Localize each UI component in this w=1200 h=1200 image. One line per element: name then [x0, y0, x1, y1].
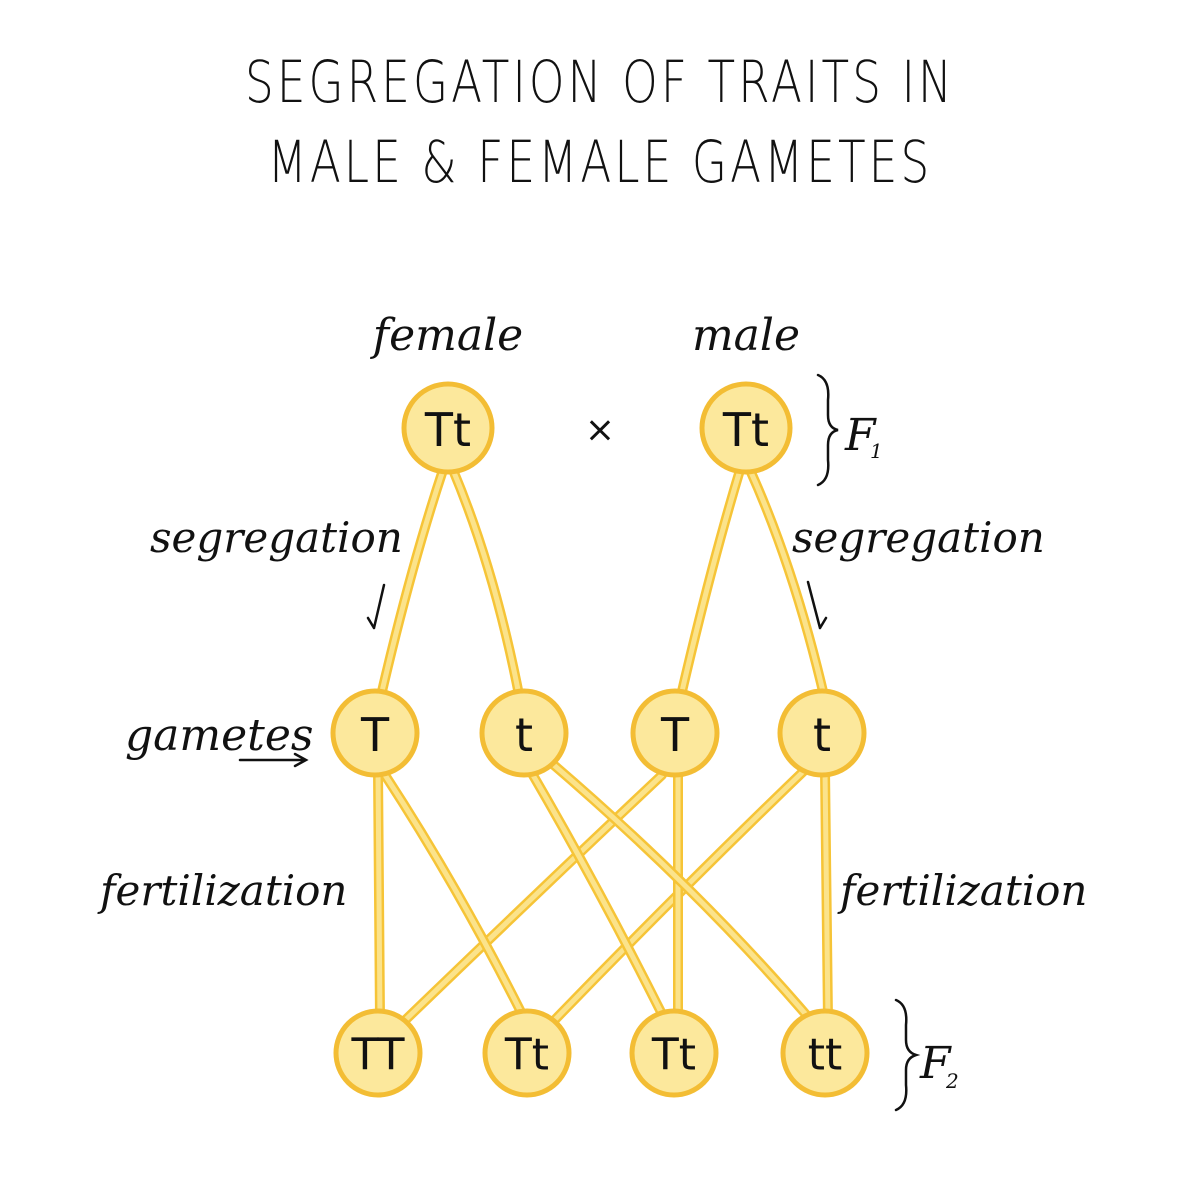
- label-f1: F: [844, 410, 877, 461]
- gamete-allele: T: [660, 708, 690, 762]
- arrow-right-icon: [238, 752, 309, 768]
- gamete-node: T: [330, 688, 420, 778]
- arrow-down-icon: [806, 580, 828, 630]
- arrow-down-icon: [366, 583, 386, 630]
- label-gametes: gametes: [125, 710, 313, 761]
- offspring-genotype: TT: [351, 1030, 405, 1081]
- label-female: female: [370, 310, 523, 361]
- gamete-allele: t: [813, 708, 831, 762]
- label-fertilization-left: fertilization: [97, 866, 347, 915]
- title-line-1: SEGREGATION OF TRAITS IN: [244, 48, 955, 116]
- gamete-node: T: [630, 688, 720, 778]
- title-line-2: MALE & FEMALE GAMETES: [267, 128, 933, 196]
- parent-node-male: Tt: [699, 381, 793, 475]
- branch-female-to-t: [448, 465, 525, 705]
- fertilization-branches: [373, 755, 833, 1035]
- offspring-node: tt: [780, 1008, 870, 1098]
- gamete-allele: T: [360, 708, 390, 762]
- label-segregation-right: segregation: [792, 513, 1045, 562]
- offspring-genotype: tt: [808, 1030, 843, 1081]
- label-fertilization-right: fertilization: [837, 866, 1087, 915]
- f2-brace-icon: [894, 998, 921, 1112]
- offspring-genotype: Tt: [651, 1030, 696, 1081]
- label-segregation-left: segregation: [150, 513, 403, 562]
- branch-male-to-t: [745, 465, 830, 705]
- offspring-node: TT: [333, 1008, 423, 1098]
- segregation-branches: [375, 465, 830, 705]
- offspring-node: Tt: [482, 1008, 572, 1098]
- gamete-node: t: [777, 688, 867, 778]
- label-f2-sub: 2: [945, 1069, 959, 1093]
- f1-brace-icon: [816, 373, 839, 487]
- label-f1-sub: 1: [870, 439, 883, 463]
- offspring-genotype: Tt: [504, 1030, 549, 1081]
- parent-genotype: Tt: [722, 403, 769, 457]
- offspring-node: Tt: [629, 1008, 719, 1098]
- parent-node-female: Tt: [401, 381, 495, 475]
- parent-genotype: Tt: [424, 403, 471, 457]
- gamete-allele: t: [515, 708, 533, 762]
- cross-symbol: ×: [585, 410, 615, 451]
- label-male: male: [692, 310, 800, 361]
- gamete-node: t: [479, 688, 569, 778]
- label-f2: F: [919, 1038, 952, 1089]
